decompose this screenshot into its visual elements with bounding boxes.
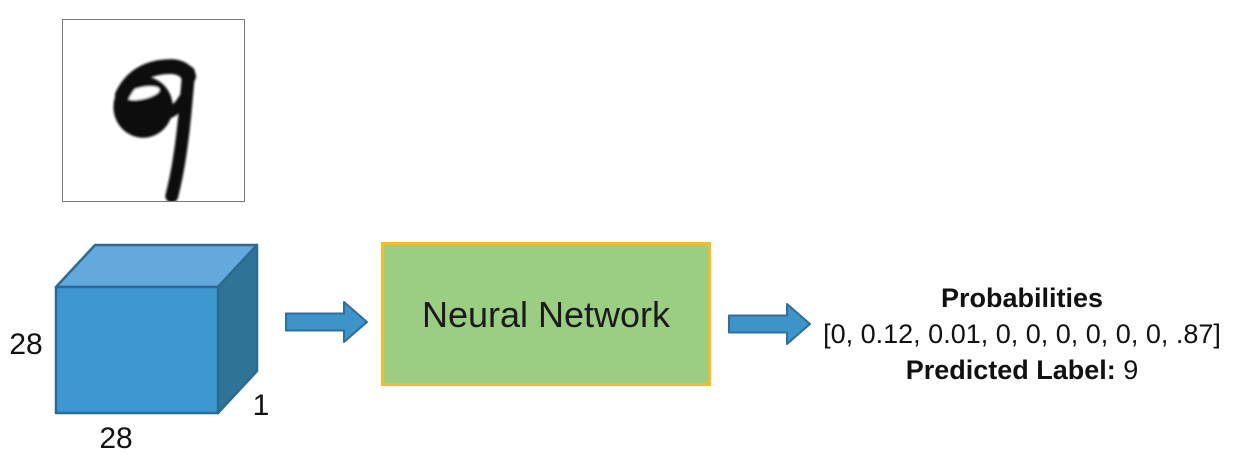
- predicted-label-line: Predicted Label: 9: [802, 352, 1242, 388]
- digit-join-stroke: [159, 93, 190, 121]
- probabilities-title: Probabilities: [940, 283, 1104, 313]
- right-arrow-icon: [728, 303, 811, 345]
- tensor-depth-label: 1: [252, 389, 270, 422]
- neural-network-label: Neural Network: [421, 294, 671, 335]
- predicted-label-value: 9: [1123, 355, 1139, 385]
- cube-front-face: [54, 285, 220, 415]
- handwritten-digit-9-icon: [113, 59, 197, 203]
- digit-stem-stroke: [165, 65, 196, 203]
- output-text-block: Probabilities [0, 0.12, 0.01, 0, 0, 0, 0…: [802, 280, 1242, 388]
- neural-network-box: Neural Network: [381, 242, 711, 386]
- flow-arrow-input-to-network: [285, 301, 368, 343]
- tensor-height-label: 28: [9, 328, 43, 361]
- input-digit-image: [62, 19, 245, 203]
- predicted-label-prefix: Predicted Label:: [905, 355, 1116, 385]
- probabilities-vector: [0, 0.12, 0.01, 0, 0, 0, 0, 0, 0, .87]: [823, 319, 1221, 349]
- flow-arrow-network-to-output: [728, 303, 811, 345]
- input-tensor-cube: [54, 243, 259, 415]
- right-arrow-icon: [285, 301, 368, 343]
- tensor-width-label: 28: [99, 422, 133, 455]
